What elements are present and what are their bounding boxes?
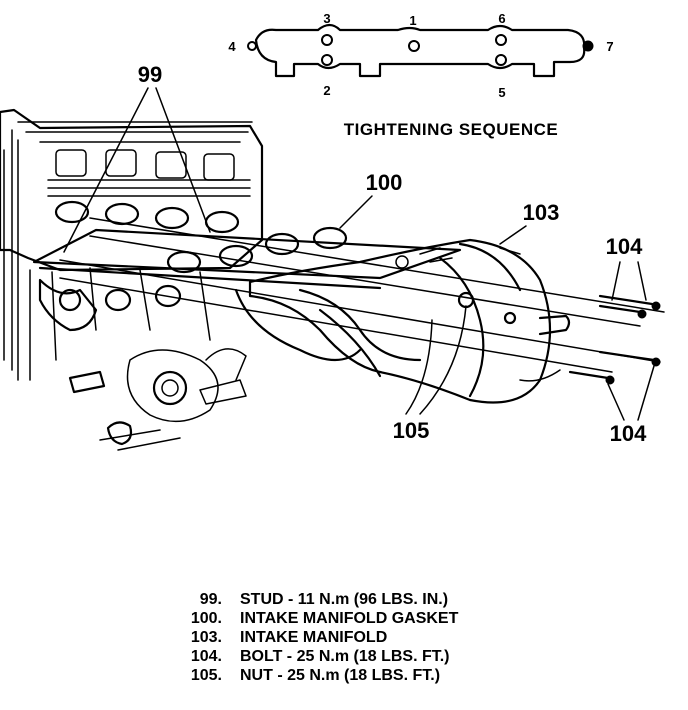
engine-cylinder-head-illustration <box>0 108 362 451</box>
seq-number-6: 6 <box>498 11 505 26</box>
legend-row: 99. STUD - 11 N.m (96 LBS. IN.) <box>150 590 570 609</box>
callout-103-manifold: 103 <box>523 200 560 225</box>
seq-number-3: 3 <box>323 11 330 26</box>
legend-description: STUD - 11 N.m (96 LBS. IN.) <box>240 591 449 608</box>
parts-legend: 99. STUD - 11 N.m (96 LBS. IN.) 100. INT… <box>150 590 570 685</box>
legend-description: INTAKE MANIFOLD <box>240 629 388 646</box>
callout-99-studs: 99 <box>138 62 162 87</box>
callout-100-gasket: 100 <box>366 170 403 195</box>
bolt-hole-1 <box>408 40 420 52</box>
bolt-hole-7 <box>582 40 594 52</box>
bolt-hole-5 <box>495 54 507 66</box>
legend-number: 105. <box>190 667 222 684</box>
bolt-hole-2 <box>321 54 333 66</box>
legend-number: 99. <box>199 591 222 608</box>
intake-manifold-gasket-illustration <box>32 226 462 290</box>
legend-row: 103. INTAKE MANIFOLD <box>150 628 570 647</box>
callout-105-nuts: 105 <box>393 418 430 443</box>
callout-104-bolts-top: 104 <box>606 234 643 259</box>
legend-description: BOLT - 25 N.m (18 LBS. FT.) <box>240 648 450 665</box>
seq-number-1: 1 <box>409 13 416 28</box>
legend-description: NUT - 25 N.m (18 LBS. FT.) <box>240 667 441 684</box>
bolt-hole-6 <box>495 34 507 46</box>
manifold-flange-outline <box>254 23 586 78</box>
callout-104-bolts-bottom: 104 <box>610 421 647 446</box>
tightening-sequence-diagram: 1 2 3 4 5 6 7 TIGHTENING SEQUENCE <box>228 11 613 139</box>
bolt-hole-4 <box>247 41 257 51</box>
legend-row: 100. INTAKE MANIFOLD GASKET <box>150 609 570 628</box>
callout-leader-lines <box>63 87 655 421</box>
seq-number-5: 5 <box>498 85 505 100</box>
seq-number-2: 2 <box>323 83 330 98</box>
seq-number-7: 7 <box>606 39 613 54</box>
legend-description: INTAKE MANIFOLD GASKET <box>240 610 459 627</box>
seq-number-4: 4 <box>228 39 236 54</box>
legend-row: 105. NUT - 25 N.m (18 LBS. FT.) <box>150 666 570 685</box>
bolt-hole-3 <box>321 34 333 46</box>
legend-number: 100. <box>190 610 222 627</box>
legend-number: 103. <box>190 629 222 646</box>
manifold-bolts-illustration <box>59 217 665 385</box>
legend-number: 104. <box>190 648 222 665</box>
legend-row: 104. BOLT - 25 N.m (18 LBS. FT.) <box>150 647 570 666</box>
tightening-sequence-title: TIGHTENING SEQUENCE <box>344 120 558 139</box>
intake-manifold-illustration <box>248 238 571 404</box>
